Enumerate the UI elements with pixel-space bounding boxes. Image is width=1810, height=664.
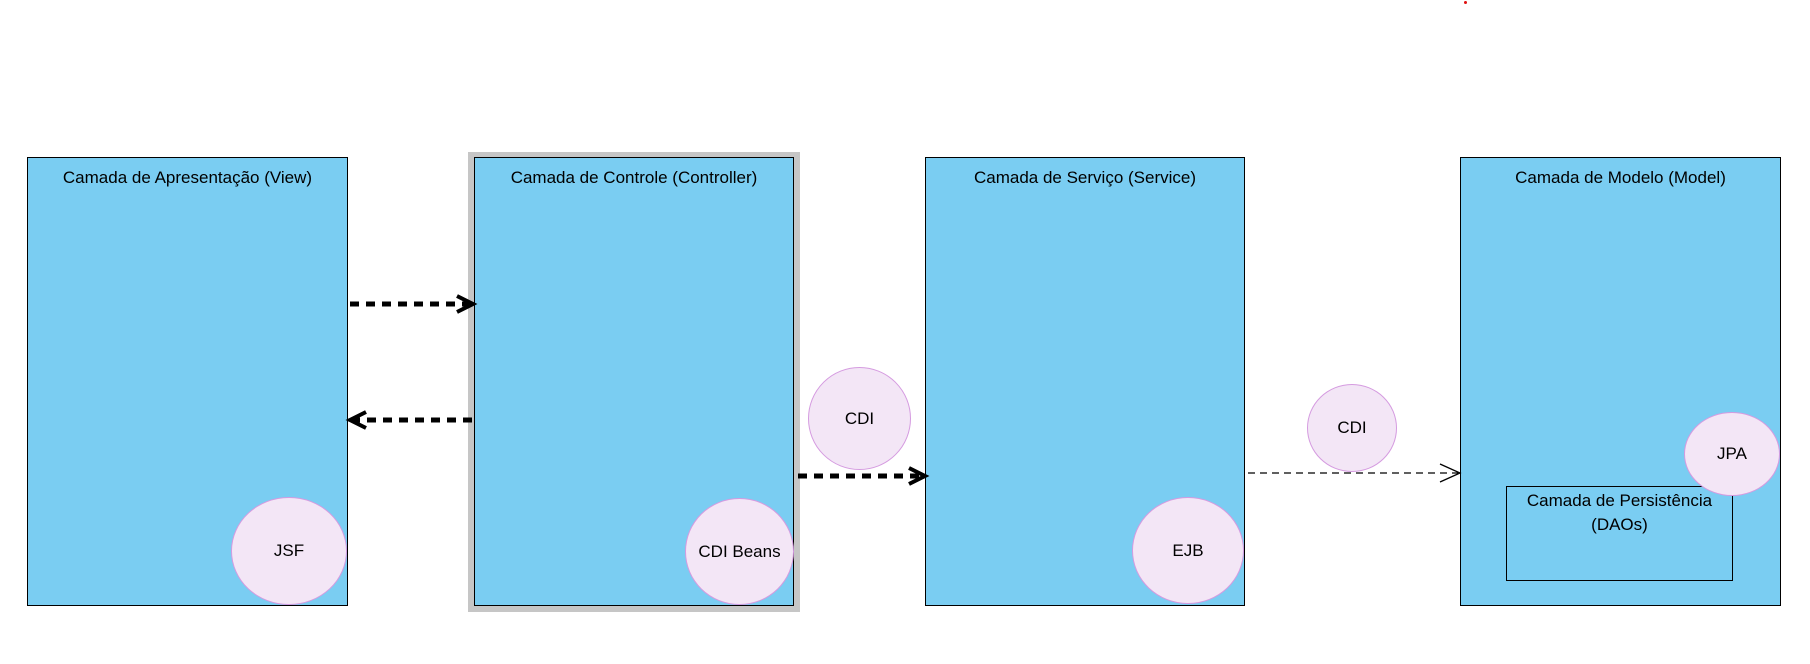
arrowhead-service-to-model [1439, 463, 1462, 483]
marker-dot [1464, 1, 1467, 4]
persistence-layer-label: Camada de Persistência (DAOs) [1526, 491, 1713, 534]
arrowhead-view-to-controller [456, 294, 478, 314]
jpa-bubble[interactable]: JPA [1684, 412, 1780, 496]
jsf-bubble[interactable]: JSF [231, 497, 347, 605]
model-layer-title: Camada de Modelo (Model) [1515, 168, 1726, 187]
ejb-bubble[interactable]: EJB [1132, 497, 1244, 604]
view-layer-title: Camada de Apresentação (View) [62, 168, 313, 187]
cdi-bubble-controller-service[interactable]: CDI [808, 367, 911, 470]
service-layer-title: Camada de Serviço (Service) [973, 168, 1197, 187]
cdi-beans-bubble[interactable]: CDI Beans [685, 498, 794, 605]
persistence-layer-box[interactable]: Camada de Persistência (DAOs) [1506, 486, 1733, 581]
arrowhead-controller-to-view [345, 410, 367, 430]
controller-selection-frame [468, 152, 800, 612]
controller-layer-title: Camada de Controle (Controller) [510, 168, 758, 187]
arrowhead-controller-to-service [908, 466, 930, 486]
cdi-bubble-service-model[interactable]: CDI [1307, 384, 1397, 472]
